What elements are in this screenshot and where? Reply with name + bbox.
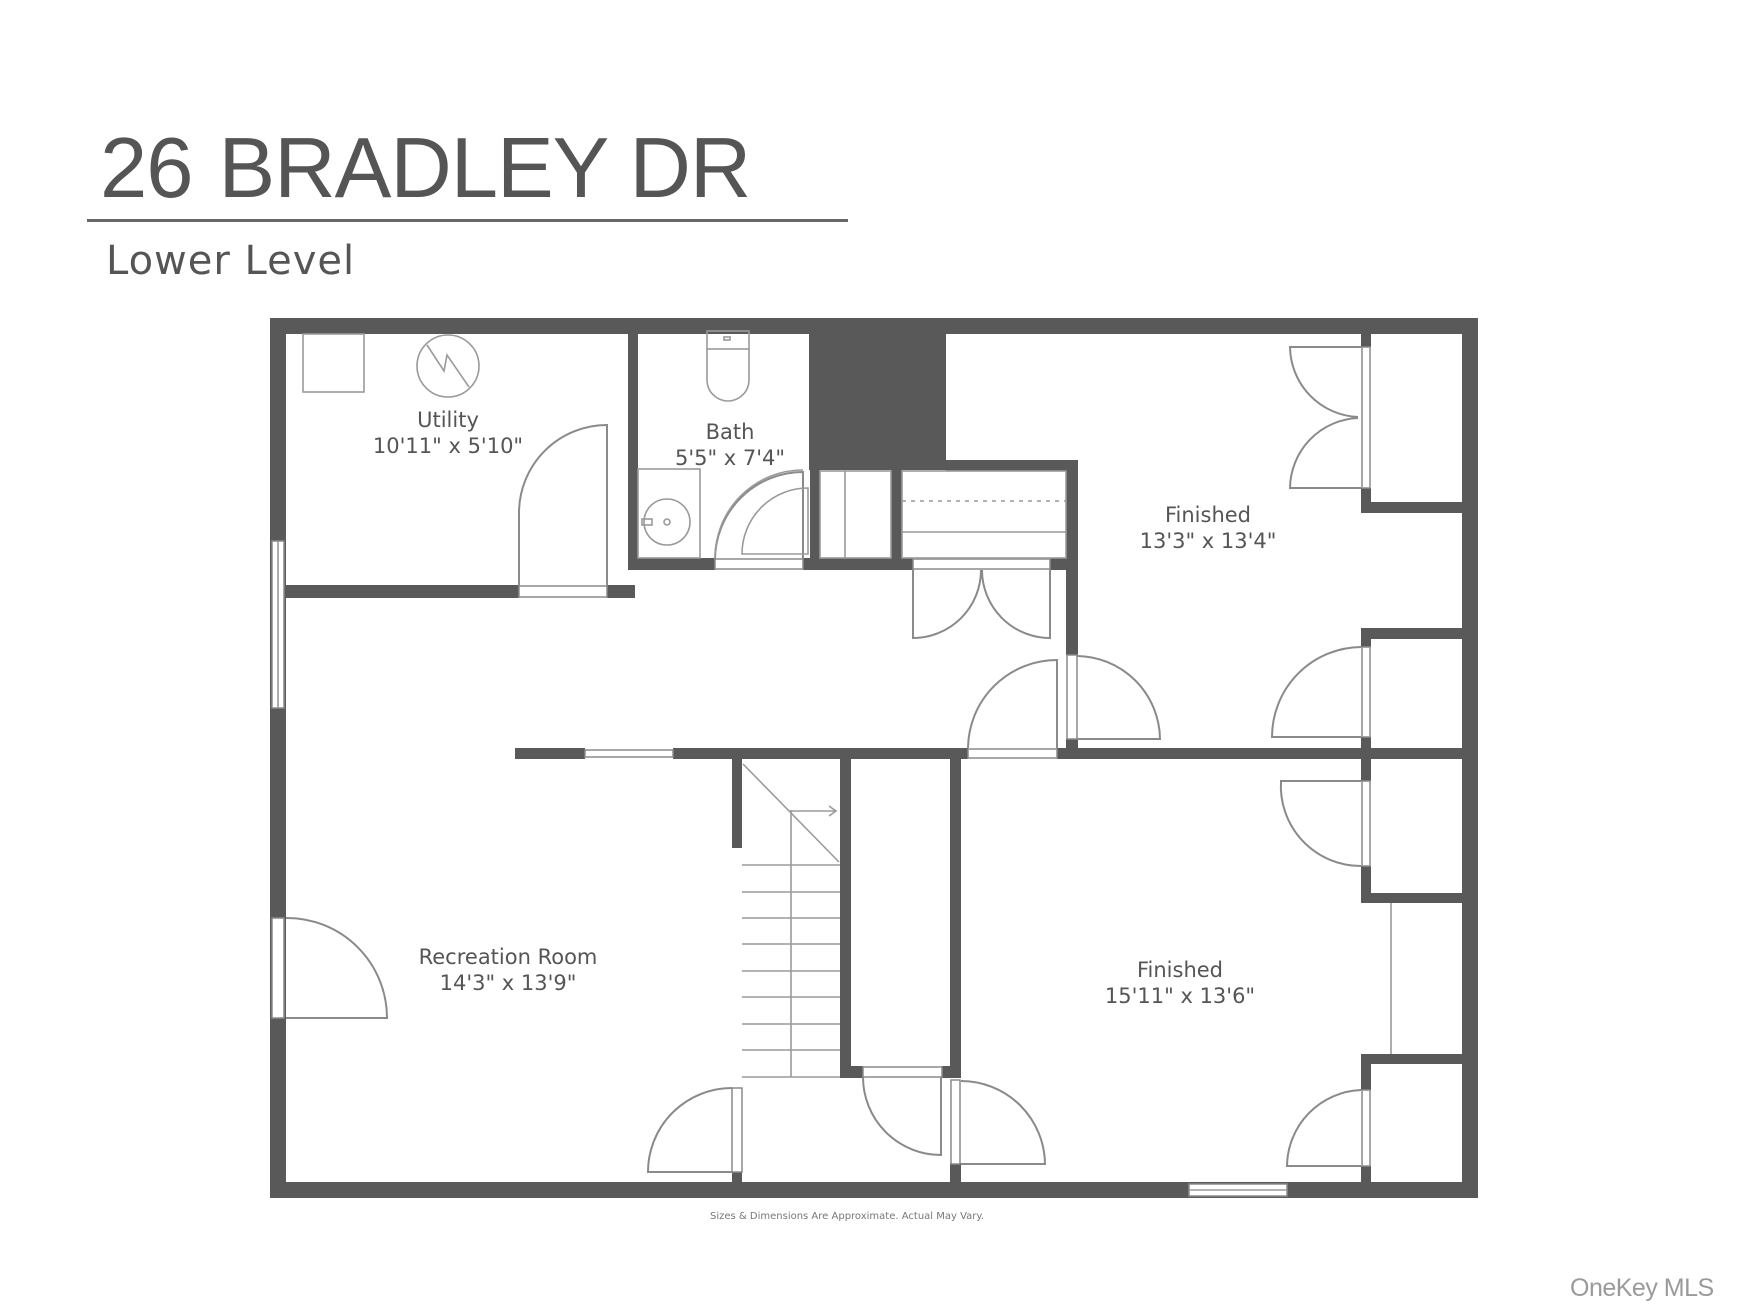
level-subtitle: Lower Level — [106, 238, 356, 284]
room-dimensions: 5'5" x 7'4" — [674, 446, 786, 470]
hall-closet-walls — [946, 460, 1078, 759]
small-closet — [819, 470, 892, 559]
room-name: Bath — [705, 420, 755, 444]
bath-fixtures — [637, 330, 809, 559]
mls-watermark: OneKey MLS — [1570, 1274, 1714, 1302]
room-label-finished-lower: Finished 15'11" x 13'6" — [1105, 957, 1255, 1009]
right-closet-walls — [1361, 330, 1462, 1184]
room-name: Finished — [1136, 958, 1224, 982]
room-label-finished-upper: Finished 13'3" x 13'4" — [1140, 502, 1277, 554]
staircase — [742, 763, 840, 1078]
utility-walls — [286, 330, 638, 598]
bath-walls — [628, 470, 1078, 570]
dimensions-disclaimer: Sizes & Dimensions Are Approximate. Actu… — [710, 1211, 985, 1222]
room-dimensions: 13'3" x 13'4" — [1139, 529, 1277, 553]
electrical-panel-icon — [416, 334, 480, 398]
utility-fixtures — [302, 333, 480, 398]
windows — [271, 540, 1288, 1197]
door-thresholds — [271, 346, 1371, 1173]
room-name: Utility — [417, 408, 479, 432]
water-heater-icon — [302, 333, 365, 393]
room-label-recreation-room: Recreation Room 14'3" x 13'9" — [419, 944, 598, 996]
shower-icon — [714, 469, 809, 559]
room-dimensions: 10'11" x 5'10" — [372, 434, 524, 458]
room-dimensions: 14'3" x 13'9" — [439, 971, 577, 995]
chimney-block — [809, 330, 946, 470]
linen-shelves — [901, 470, 1067, 559]
middle-wall — [515, 748, 1462, 759]
toilet-icon — [706, 330, 750, 402]
room-label-utility: Utility 10'11" x 5'10" — [373, 407, 523, 459]
address-street: BRADLEY DR — [218, 121, 752, 216]
room-label-bath: Bath 5'5" x 7'4" — [675, 419, 785, 471]
room-dimensions: 15'11" x 13'6" — [1104, 984, 1256, 1008]
title-underline — [87, 219, 848, 222]
room-name: Finished — [1164, 503, 1252, 527]
stair-walls — [732, 758, 961, 1184]
room-name: Recreation Room — [418, 945, 598, 969]
vanity-sink-icon — [637, 468, 701, 559]
address-number: 26 — [100, 121, 194, 216]
